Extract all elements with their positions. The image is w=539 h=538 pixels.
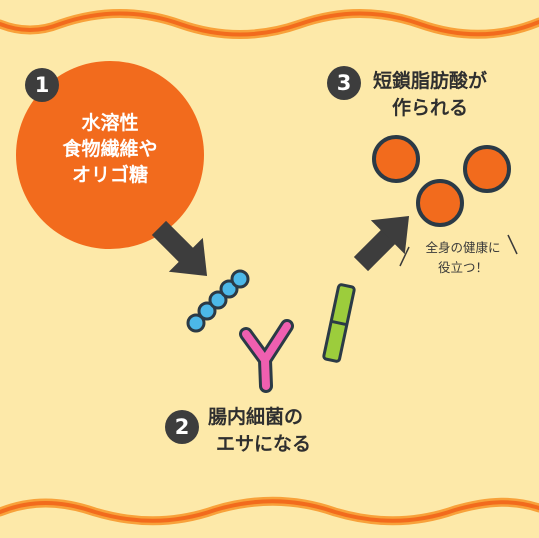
step-2-label: 腸内細菌の エサになる: [208, 404, 311, 458]
top-wave-band: [0, 0, 539, 33]
step-1-number: 1: [25, 68, 59, 102]
step-1-label: 水溶性 食物繊維や オリゴ糖: [30, 110, 190, 188]
step-3-label: 短鎖脂肪酸が 作られる: [373, 68, 487, 122]
pink-y-bacteria: [239, 319, 294, 393]
step-1-line: 食物繊維や: [62, 138, 158, 160]
fatty-acid-circle: [372, 135, 420, 183]
health-note-line: 役立つ！: [437, 260, 488, 275]
step-1-line: 水溶性: [81, 112, 139, 134]
fatty-acid-circle: [416, 179, 464, 227]
health-note-line: 全身の健康に: [425, 240, 501, 255]
fatty-acid-circle: [463, 145, 511, 193]
step-3-number: 3: [327, 66, 361, 100]
arrow-down-right-icon: [151, 220, 208, 277]
arrow-up-right-icon: [353, 215, 410, 272]
step-3-line: 作られる: [392, 97, 469, 119]
health-note: 全身の健康に 役立つ！: [418, 238, 508, 278]
step-2-line: 腸内細菌の: [208, 406, 304, 428]
step-2-line: エサになる: [216, 433, 312, 455]
blue-chain-bacteria: [186, 269, 250, 333]
fatty-acid-circles: [372, 135, 511, 227]
green-rod-bacteria: [322, 283, 356, 363]
step-1-line: オリゴ糖: [71, 164, 148, 186]
step-3-line: 短鎖脂肪酸が: [373, 70, 488, 92]
note-slash-right: [507, 234, 518, 255]
top-wave-line-inner: [0, 11, 539, 37]
note-slash-left: [399, 246, 410, 267]
step-2-number: 2: [165, 410, 199, 444]
fiber-circle: [16, 61, 204, 249]
bottom-wave-line-inner: [0, 499, 539, 523]
